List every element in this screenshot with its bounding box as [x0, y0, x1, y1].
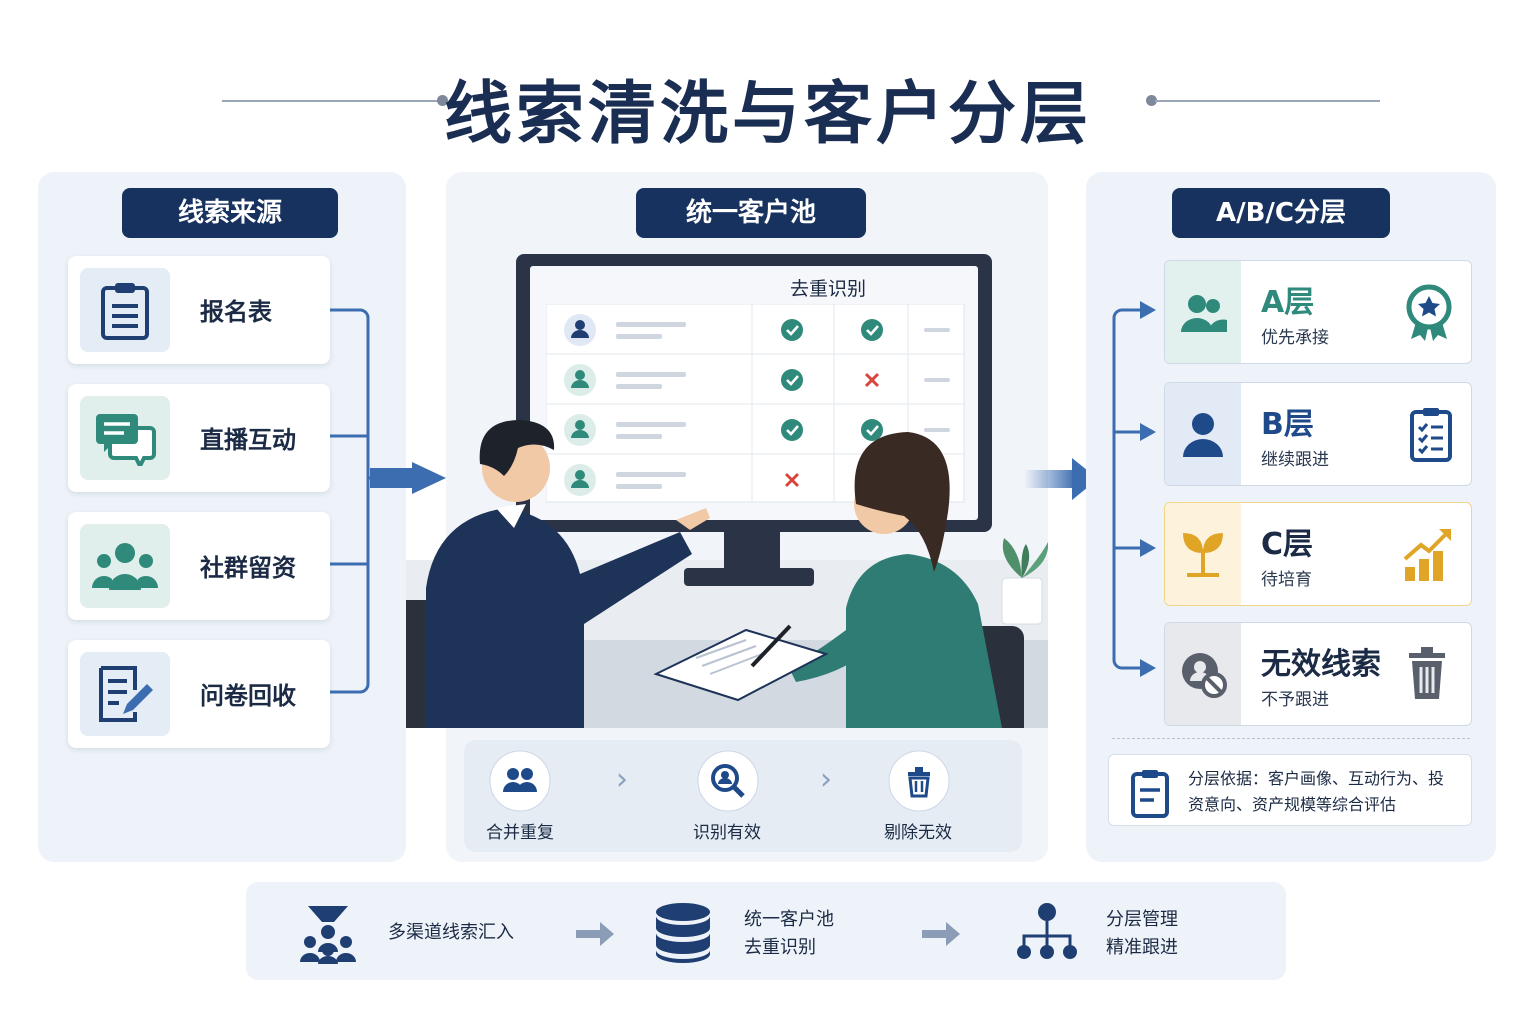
flow-step-3-line1: 分层管理 [1106, 909, 1178, 930]
title-line-left [222, 100, 440, 102]
source-connector-lines [330, 308, 446, 694]
flow-step-3: 分层管理 精准跟进 [1106, 906, 1178, 962]
tier-card-a[interactable]: A层 优先承接 [1164, 260, 1472, 364]
people-group-icon [80, 524, 170, 608]
source-card-survey[interactable]: 问卷回收 [68, 640, 330, 748]
database-icon [656, 903, 710, 963]
blocked-user-icon [1165, 623, 1241, 725]
sprout-icon [1165, 503, 1241, 605]
trash-icon [888, 750, 950, 812]
merge-users-icon [489, 750, 551, 812]
trash-icon [1409, 647, 1445, 699]
monitor-base [684, 568, 814, 586]
chevron-right-icon: › [820, 762, 832, 797]
source-card-signup[interactable]: 报名表 [68, 256, 330, 364]
flow-step-1: 多渠道线索汇入 [388, 922, 514, 943]
screen-title: 去重识别 [790, 278, 867, 300]
title-dot-left [437, 95, 448, 106]
growth-chart-icon [1403, 529, 1451, 581]
flow-arrow-icon [1024, 458, 1098, 500]
step-label: 剔除无效 [884, 823, 952, 843]
tier-desc: 优先承接 [1261, 328, 1329, 348]
tier-card-b[interactable]: B层 继续跟进 [1164, 382, 1472, 486]
tier-desc: 继续跟进 [1261, 450, 1329, 470]
tier-name: B层 [1261, 407, 1314, 442]
bottom-flow-bar [246, 882, 1286, 980]
team-illustration [406, 420, 1048, 728]
basis-text: 分层依据：客户画像、互动行为、投资意向、资产规模等综合评估 [1188, 769, 1445, 814]
tier-name: C层 [1261, 527, 1314, 562]
monitor-stand [724, 532, 780, 572]
title-dot-right [1146, 95, 1157, 106]
tier-panel-header: A/B/C分层 [1172, 188, 1390, 238]
source-panel-header: 线索来源 [122, 188, 338, 238]
tier-card-invalid[interactable]: 无效线索 不予跟进 [1164, 622, 1472, 726]
arrow-right-icon [922, 922, 960, 946]
source-label: 直播互动 [200, 426, 296, 454]
pool-panel-header: 统一客户池 [636, 188, 866, 238]
page-title: 线索清洗与客户分层 [443, 75, 1092, 154]
hierarchy-icon [1017, 903, 1077, 959]
tier-desc: 不予跟进 [1261, 690, 1329, 710]
chat-bubbles-icon [80, 396, 170, 480]
divider [1112, 738, 1470, 739]
clipboard-icon [1131, 770, 1169, 818]
source-label: 报名表 [200, 298, 272, 326]
flow-step-2-line1: 统一客户池 [744, 909, 834, 930]
funnel-people-icon [300, 906, 356, 964]
tier-desc: 待培育 [1261, 570, 1312, 590]
source-label: 问卷回收 [200, 682, 296, 710]
chevron-right-icon: › [616, 762, 628, 797]
users-icon [1165, 261, 1241, 363]
user-icon [1165, 383, 1241, 485]
step-label: 识别有效 [693, 823, 761, 843]
tier-name: A层 [1261, 285, 1315, 320]
source-label: 社群留资 [200, 554, 296, 582]
clipboard-icon [80, 268, 170, 352]
source-card-community[interactable]: 社群留资 [68, 512, 330, 620]
title-line-right [1155, 100, 1380, 102]
arrow-right-icon [576, 922, 614, 946]
source-card-live[interactable]: 直播互动 [68, 384, 330, 492]
award-badge-icon [1406, 284, 1452, 341]
tier-name: 无效线索 [1261, 647, 1381, 682]
search-user-icon [697, 750, 759, 812]
survey-edit-icon [80, 652, 170, 736]
flow-step-2: 统一客户池 去重识别 [744, 906, 834, 962]
step-label: 合并重复 [486, 823, 554, 843]
checklist-icon [1410, 408, 1452, 462]
flow-step-2-line2: 去重识别 [744, 937, 816, 958]
tier-card-c[interactable]: C层 待培育 [1164, 502, 1472, 606]
tier-connector-lines [1112, 301, 1156, 677]
flow-step-3-line2: 精准跟进 [1106, 937, 1178, 958]
